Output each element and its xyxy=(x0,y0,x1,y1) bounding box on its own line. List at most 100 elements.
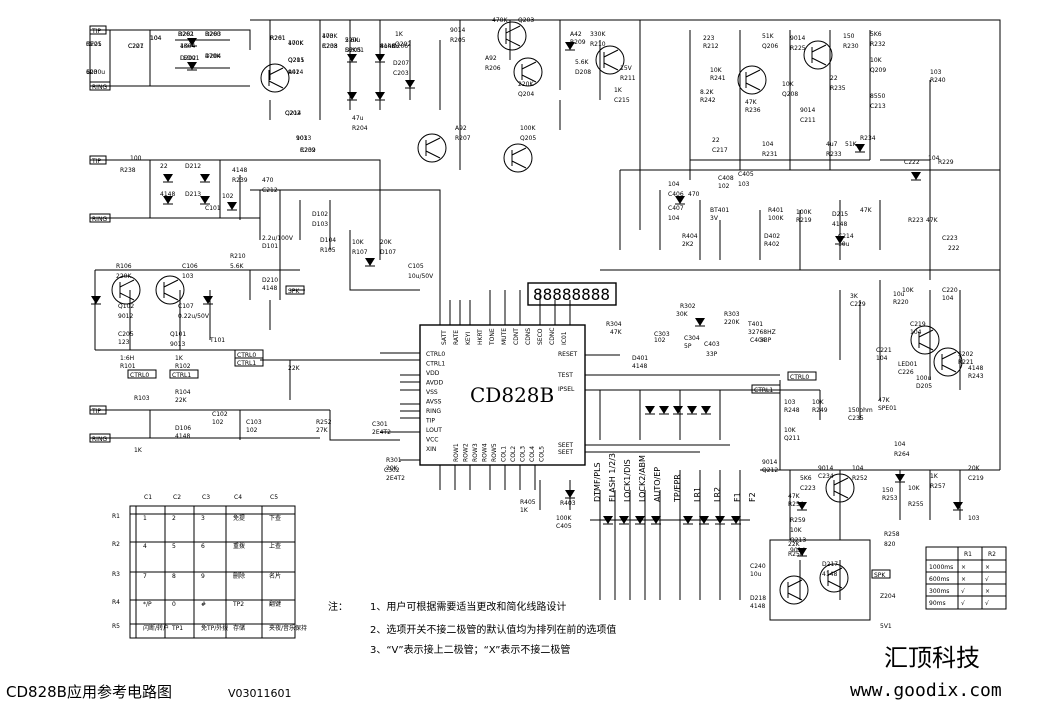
component-label: 123 xyxy=(118,339,130,346)
component-label: 2E4T2 xyxy=(386,475,405,482)
component-label: C220 xyxy=(942,287,958,294)
component-label: C405 xyxy=(556,523,572,530)
transistors xyxy=(111,21,963,605)
note-3: 3、“V”表示接上二极管；“X”表示不接二极管 xyxy=(370,643,570,656)
component-label: R201 xyxy=(270,35,286,42)
cd828b-chip: CD828B xyxy=(419,324,586,466)
component-label: 470 xyxy=(262,177,274,184)
keypad-row-label: R3 xyxy=(112,571,120,578)
display-digits: 88888888 xyxy=(533,285,610,304)
option-label: LOCK1/DIS xyxy=(623,459,632,502)
component-label: 22 xyxy=(830,75,838,82)
component-label: 103 xyxy=(182,273,194,280)
component-label: R107 xyxy=(352,249,368,256)
component-label: 8ohm xyxy=(380,43,397,50)
component-label: Q209 xyxy=(870,67,886,74)
component-label: 4u7 xyxy=(826,141,838,148)
component-label: C406 xyxy=(668,191,684,198)
component-label: R243 xyxy=(968,373,984,380)
component-label: 27K xyxy=(316,427,329,434)
component-label: C213 xyxy=(870,103,886,110)
component-label: 10K xyxy=(908,485,921,492)
component-label: C102 xyxy=(212,411,228,418)
diode xyxy=(895,474,905,483)
component-label: D402 xyxy=(764,233,780,240)
component-label: 22 xyxy=(712,137,720,144)
component-label: 10u/50V xyxy=(408,273,434,280)
component-label: R206 xyxy=(485,65,501,72)
pin-label-bottom: COL2 xyxy=(510,446,517,462)
component-label: C403 xyxy=(704,341,720,348)
component-label: 8.2K xyxy=(700,89,715,96)
component-label: R219 xyxy=(796,217,812,224)
component-label: 100 xyxy=(130,155,142,162)
diode xyxy=(187,62,197,71)
component-label: C229 xyxy=(850,301,866,308)
component-label: LED01 xyxy=(180,55,200,62)
keypad-key-label: 5 xyxy=(172,543,176,550)
component-label: 102 xyxy=(718,183,730,190)
component-label: 104 xyxy=(668,181,680,188)
pin-label-right: SEET xyxy=(558,442,573,449)
spk-label-2: SPK xyxy=(874,572,886,579)
component-label: 4148 xyxy=(968,365,983,372)
component-label: 47K xyxy=(926,217,939,224)
diode xyxy=(187,38,197,47)
option-label: FLASH 1/2/3 xyxy=(608,453,617,502)
title-block: CD828B应用参考电路图 V03011601 汇顶科技 www.goodix.… xyxy=(6,644,1002,701)
component-label: 10K xyxy=(902,287,915,294)
component-label: 2E4T2 xyxy=(372,429,391,436)
component-label: Z204 xyxy=(880,593,896,600)
component-label: 5K6 xyxy=(800,475,812,482)
component-label: D218 xyxy=(750,595,766,602)
component-label: C223 xyxy=(942,235,958,242)
component-label: 22K xyxy=(288,365,301,372)
diode xyxy=(565,490,575,499)
component-label: 1K xyxy=(614,87,623,94)
diode xyxy=(699,516,709,525)
component-label: C235 xyxy=(848,415,864,422)
component-label: S202 xyxy=(958,351,973,358)
component-label: C203 xyxy=(393,70,409,77)
diode xyxy=(911,172,921,181)
component-label: 20K xyxy=(968,465,981,472)
keypad-key-label: 上查 xyxy=(269,542,281,550)
component-label: 220u xyxy=(345,37,360,44)
diagram-version: V03011601 xyxy=(228,687,292,700)
option-label: DTMF/PLS xyxy=(593,462,602,502)
component-label: 10K xyxy=(790,527,803,534)
component-label: 102 xyxy=(654,337,666,344)
component-label: R103 xyxy=(134,395,150,402)
ctrl0-label-2: CTRL0 xyxy=(130,372,149,379)
component-label: D208 xyxy=(575,69,591,76)
ctrl1-label-1: CTRL1 xyxy=(237,360,256,367)
component-label: 4148 xyxy=(232,167,247,174)
component-label: R223 xyxy=(908,217,924,224)
component-label: C225 xyxy=(86,41,102,48)
transistor xyxy=(825,473,855,503)
component-label: C214 xyxy=(838,233,854,240)
component-label: 104 xyxy=(762,141,774,148)
pin-label-top: MUTE xyxy=(501,328,508,345)
transistor xyxy=(497,21,527,51)
component-label: C212 xyxy=(262,187,278,194)
component-label: 4148 xyxy=(262,285,277,292)
component-label: T101 xyxy=(209,337,225,344)
component-label: 104 xyxy=(928,155,940,162)
keypad-key-label: # xyxy=(201,601,206,608)
component-label: C217 xyxy=(712,147,728,154)
pin-label-bottom: ROW3 xyxy=(472,443,479,462)
component-label: R205 xyxy=(450,37,466,44)
component-label: 220K xyxy=(724,319,740,326)
component-label: D217 xyxy=(822,561,838,568)
component-label: R248 xyxy=(784,407,800,414)
transistor xyxy=(513,57,543,87)
component-label: A92 xyxy=(455,125,467,132)
component-label: C302 xyxy=(384,467,400,474)
pin-label-bottom: ROW5 xyxy=(491,443,498,462)
component-label: 47K xyxy=(610,329,623,336)
component-label: R258 xyxy=(884,531,900,538)
component-label: C234 xyxy=(818,473,834,480)
component-label: D101 xyxy=(262,243,278,250)
